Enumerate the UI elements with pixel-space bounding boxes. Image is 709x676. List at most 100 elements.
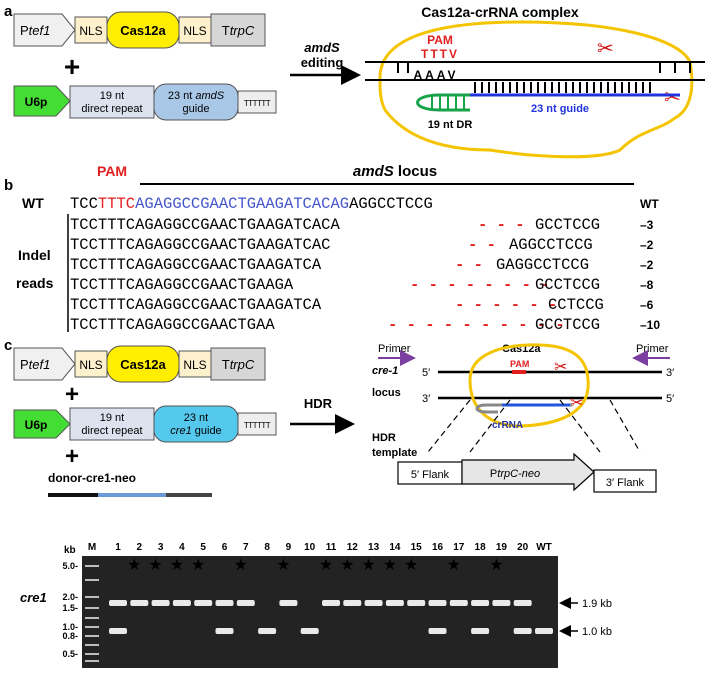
kb-label: kb: [64, 545, 76, 556]
hdr-arrow-label: HDR: [304, 396, 333, 411]
crrna-label: crRNA: [492, 420, 523, 431]
lane-label: 11: [326, 542, 337, 553]
band-1-9kb: [279, 600, 298, 606]
band-1-0kb: [258, 628, 277, 634]
guide-pairing-ticks: [474, 82, 651, 93]
u6p-label: U6p: [25, 95, 48, 109]
band-1-0kb: [513, 628, 532, 634]
scissors-icon-bottom: ✂: [664, 87, 681, 109]
primer-left-label: Primer: [378, 343, 411, 355]
scissors-icon-hdr-top: ✂: [554, 359, 567, 376]
ladder-band: [85, 579, 99, 581]
direct-repeat-box-c: [69, 407, 155, 441]
read-tail: AGGCCTCCG: [509, 236, 593, 254]
dr-label-c2: direct repeat: [81, 425, 142, 437]
complex-pam-seq: TTTV: [421, 47, 459, 61]
cre1-row-label: cre1: [20, 590, 47, 605]
cre1-guide-label-1: 23 nt: [184, 412, 208, 424]
crossover-lines: [427, 399, 641, 453]
lane-label: 4: [179, 542, 185, 553]
size-label-lower: 1.0 kb: [582, 626, 612, 638]
band-1-9kb: [471, 600, 490, 606]
dr-label-c1: 19 nt: [100, 412, 124, 424]
plus-sign-c1: +: [65, 381, 79, 408]
panel-b-label: b: [4, 177, 13, 194]
read-indel-size: –3: [640, 218, 654, 232]
top-3prime: 3′: [666, 367, 674, 379]
lane-label: 13: [368, 542, 380, 553]
lane-label: 1: [115, 542, 121, 553]
read-tail: GCCTCCG: [535, 216, 600, 234]
nls-box-c1: [74, 350, 108, 378]
band-1-9kb: [172, 600, 191, 606]
neo-cassette-arrow: [461, 452, 595, 492]
read-indel-size: –2: [640, 258, 654, 272]
band-1-9kb: [343, 600, 362, 606]
flank3-label: 3′ Flank: [606, 477, 645, 489]
star-icon: ★: [383, 557, 397, 574]
gel-bands: [109, 600, 553, 634]
lane-label: 14: [389, 542, 401, 553]
pam-marker: [512, 370, 526, 374]
indel-label-1: Indel: [18, 247, 51, 263]
star-icon: ★: [404, 557, 418, 574]
lane-label: 5: [200, 542, 206, 553]
terminator-label: TtrpC: [222, 23, 255, 38]
nls-label-c2: NLS: [183, 358, 206, 372]
bottom-5prime: 5′: [666, 393, 674, 405]
lane-label: 18: [475, 542, 487, 553]
dr-label-2: direct repeat: [81, 103, 142, 115]
read-indel-size: –6: [640, 298, 654, 312]
lane-label: 2: [137, 542, 143, 553]
panel-c-label: c: [4, 337, 12, 354]
dna-pairing-ticks-left: [397, 62, 409, 73]
guide-length-label: 23 nt guide: [531, 103, 589, 115]
band-1-9kb: [215, 600, 234, 606]
read-deletion: - - - - - - - - - -: [388, 316, 565, 334]
ladder-mark-label: 5.0-: [62, 561, 78, 571]
pam-hdr-label: PAM: [510, 359, 529, 369]
promoter-ptef1-arrow-c: [13, 347, 76, 381]
ladder-band: [85, 617, 99, 619]
lane-label: WT: [536, 542, 552, 553]
hairpin-ticks: [431, 96, 465, 109]
lane-label: 3: [158, 542, 164, 553]
lane-label: 15: [411, 542, 423, 553]
ladder-band: [85, 653, 99, 655]
ladder-band: [85, 644, 99, 646]
complex-target-seq: AAAV: [413, 68, 458, 82]
band-1-9kb: [407, 600, 426, 606]
terminator-box: [210, 13, 266, 47]
lane-label: 6: [222, 542, 228, 553]
read-tail: GCCTCCG: [535, 316, 600, 334]
star-icon: ★: [170, 557, 184, 574]
band-1-9kb: [385, 600, 404, 606]
gel-image: [82, 556, 558, 668]
locus-title: amdS locus: [353, 163, 437, 180]
band-1-9kb: [130, 600, 149, 606]
editing-label-1: amdS: [304, 40, 340, 55]
neo-label: PtrpC-neo: [490, 468, 540, 480]
band-1-0kb: [215, 628, 234, 634]
read-sequence: TCCTTTCAGAGGCCGAACTGAAGATCA: [70, 296, 322, 314]
guide-label-2: guide: [183, 103, 210, 115]
band-1-9kb: [513, 600, 532, 606]
direct-repeat-hairpin: [416, 93, 470, 112]
guide-label-1: 23 nt amdS: [168, 90, 225, 102]
band-1-9kb: [364, 600, 383, 606]
promoter-ptef1-label: Ptef1: [20, 23, 50, 38]
read-row-5: TCCTTTCAGAGGCCGAACTGAAGATCA - - - - - - …: [70, 296, 654, 314]
star-icon: ★: [489, 557, 503, 574]
star-icon: ★: [340, 557, 354, 574]
read-indel-size: –10: [640, 318, 660, 332]
ladder-mark-label: 1.0-: [62, 622, 78, 632]
bottom-3prime: 3′: [422, 393, 430, 405]
terminator-label-c: TtrpC: [222, 357, 255, 372]
band-1-9kb: [428, 600, 447, 606]
template-label-2: template: [372, 447, 417, 459]
panel-a-label: a: [4, 3, 13, 20]
read-deletion: - -: [468, 236, 496, 254]
promoter-u6p-arrow-c: [13, 409, 71, 439]
read-tail: GAGGCCTCCG: [496, 256, 589, 274]
